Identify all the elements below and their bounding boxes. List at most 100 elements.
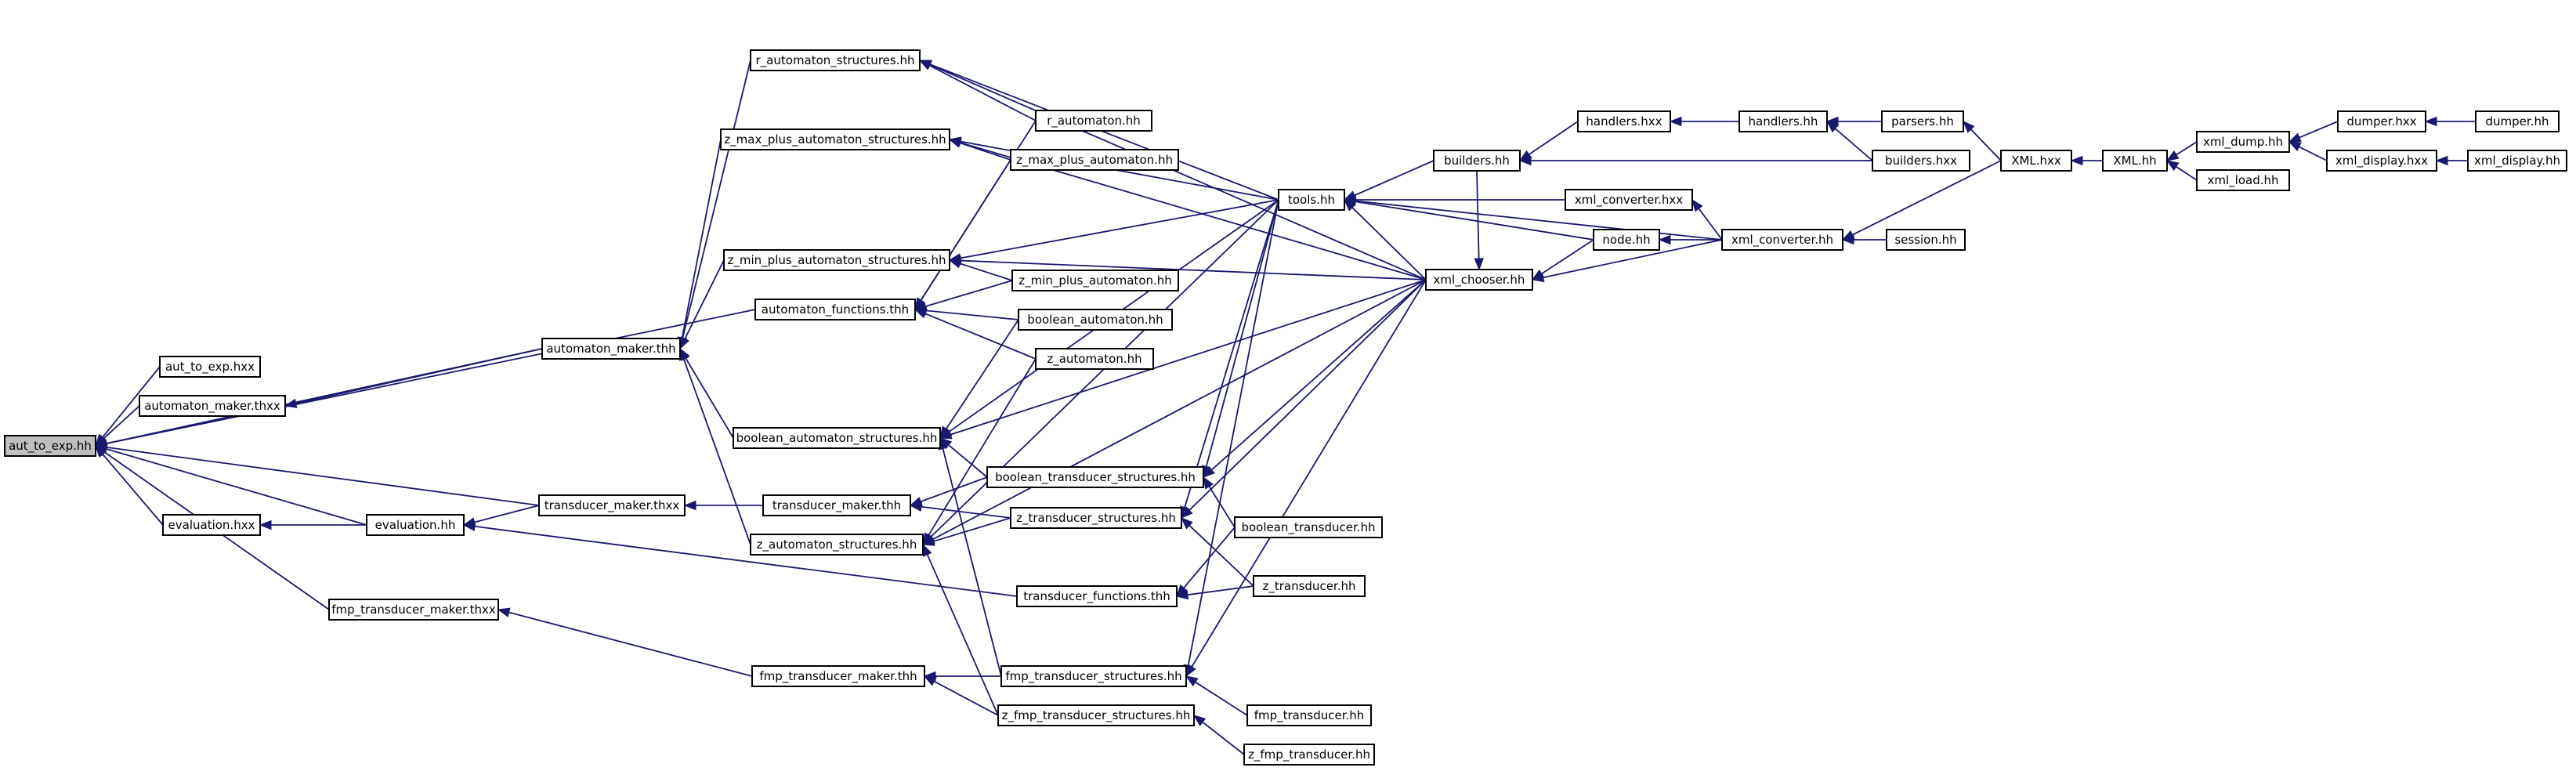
edge-z-min-plus-automaton-structures-hh-to-automaton-maker-thh [684,259,725,339]
node-z-max-plus-automaton-structures-hh[interactable]: z_max_plus_automaton_structures.hh [720,128,950,150]
edge-boolean-transducer-structures-hh-to-boolean-automaton-structures-hh [948,444,988,478]
arrowhead [914,309,928,319]
arrowhead [1531,272,1545,283]
node-builders-hh[interactable]: builders.hh [1433,150,1521,172]
node-box [1886,229,1966,251]
node-dumper-hxx[interactable]: dumper.hxx [2337,110,2426,132]
node-xml-hxx[interactable]: XML.hxx [2000,150,2072,172]
node-transducer-maker-thxx[interactable]: transducer_maker.thxx [538,494,686,516]
edge-tools-hh-to-boolean-transducer-structures-hh [1205,199,1279,467]
node-xml-load-hh[interactable]: xml_load.hh [2196,169,2290,191]
node-fmp-transducer-hh[interactable]: fmp_transducer.hh [1246,704,1372,726]
edge-r-automaton-hh-to-r-automaton-structures-hh [929,64,1037,121]
edge-xml-dump-hh-to-xml-hh [2176,141,2198,156]
arrowhead [2435,155,2448,166]
node-label: r_automaton.hh [1047,114,1141,128]
arrowhead [497,607,511,617]
node-label: aut_to_exp.hh [9,439,92,454]
node-r-automaton-structures-hh[interactable]: r_automaton_structures.hh [750,49,921,71]
arrowhead [948,255,961,266]
node-xml-converter-hxx[interactable]: xml_converter.hxx [1565,189,1693,211]
node-label: xml_dump.hh [2203,135,2283,150]
node-xml-dump-hh[interactable]: xml_dump.hh [2196,131,2290,153]
node-boolean-automaton-structures-hh[interactable]: boolean_automaton_structures.hh [733,427,941,449]
node-box [997,704,1195,726]
node-label: transducer_functions.thh [1023,589,1170,604]
edge-z-fmp-transducer-structures-hh-to-z-automaton-structures-hh [926,554,999,716]
edge-z-min-plus-automaton-hh-to-automaton-functions-thh [925,280,1013,307]
node-label: aut_to_exp.hxx [165,360,255,375]
node-aut-to-exp-hxx[interactable]: aut_to_exp.hxx [159,356,261,378]
arrowhead [94,444,108,454]
node-z-transducer-structures-hh[interactable]: z_transducer_structures.hh [1010,507,1182,529]
node-xml-display-hxx[interactable]: xml_display.hxx [2326,150,2437,172]
arrowhead [1185,675,1199,687]
node-box [751,665,925,687]
node-dumper-hh[interactable]: dumper.hh [2475,110,2560,132]
edge-boolean-transducer-hh-to-boolean-transducer-structures-hh [1208,486,1236,528]
node-box [1011,270,1179,291]
node-z-fmp-transducer-structures-hh[interactable]: z_fmp_transducer_structures.hh [997,704,1195,726]
node-fmp-transducer-maker-thxx[interactable]: fmp_transducer_maker.thxx [328,599,499,621]
arrowhead [284,398,298,408]
node-z-fmp-transducer-hh[interactable]: z_fmp_transducer.hh [1243,744,1375,766]
edge-automaton-maker-thxx-to-aut-to-exp-hh [103,405,140,440]
edge-r-automaton-structures-hh-to-automaton-maker-thh [682,60,751,338]
node-z-max-plus-automaton-hh[interactable]: z_max_plus_automaton.hh [1010,149,1179,171]
node-label: fmp_transducer.hh [1254,708,1365,723]
node-label: handlers.hh [1749,114,1818,128]
arrowhead [923,675,937,686]
node-fmp-transducer-maker-thh[interactable]: fmp_transducer_maker.thh [751,665,925,687]
edge-transducer-maker-thxx-to-aut-to-exp-hh [106,446,540,506]
node-fmp-transducer-structures-hh[interactable]: fmp_transducer_structures.hh [1000,665,1187,687]
arrowhead [2288,141,2302,152]
node-xml-converter-hh[interactable]: xml_converter.hh [1721,229,1843,251]
node-z-automaton-hh[interactable]: z_automaton.hh [1035,348,1154,370]
node-automaton-functions-thh[interactable]: automaton_functions.thh [754,299,916,320]
edge-builders-hh-to-xml-chooser-hh [1476,170,1480,259]
node-xml-display-hh[interactable]: xml_display.hh [2467,150,2567,172]
node-session-hh[interactable]: session.hh [1886,229,1966,251]
node-parsers-hh[interactable]: parsers.hh [1881,110,1964,132]
node-node-hh[interactable]: node.hh [1593,229,1660,251]
arrowhead [1825,121,1840,133]
edge-handlers-hxx-to-builders-hh [1529,121,1579,155]
node-builders-hxx[interactable]: builders.hxx [1872,150,1970,172]
node-box [1565,189,1693,211]
node-evaluation-hxx[interactable]: evaluation.hxx [162,514,261,536]
node-automaton-maker-thh[interactable]: automaton_maker.thh [541,338,681,360]
node-boolean-automaton-hh[interactable]: boolean_automaton.hh [1018,309,1173,331]
node-label: session.hh [1894,233,1956,247]
node-box [1577,110,1671,132]
node-aut-to-exp-hh[interactable]: aut_to_exp.hh [4,435,96,457]
node-z-min-plus-automaton-structures-hh[interactable]: z_min_plus_automaton_structures.hh [723,249,950,271]
node-box [1000,665,1187,687]
node-z-min-plus-automaton-hh[interactable]: z_min_plus_automaton.hh [1011,270,1179,291]
node-tools-hh[interactable]: tools.hh [1278,189,1345,211]
edge-z-max-plus-automaton-hh-to-automaton-functions-thh [920,159,1011,301]
node-label: fmp_transducer_maker.thh [759,669,917,684]
node-handlers-hxx[interactable]: handlers.hxx [1577,110,1671,132]
node-transducer-functions-thh[interactable]: transducer_functions.thh [1016,585,1178,607]
nodes-layer: aut_to_exp.hh aut_to_exp.hxx automaton_mak… [4,49,2567,766]
edge-xml-chooser-hh-to-fmp-transducer-structures-hh [1191,279,1427,668]
node-xml-chooser-hh[interactable]: xml_chooser.hh [1425,269,1533,291]
node-boolean-transducer-structures-hh[interactable]: boolean_transducer_structures.hh [986,466,1204,488]
node-xml-hh[interactable]: XML.hh [2102,150,2168,172]
node-boolean-transducer-hh[interactable]: boolean_transducer.hh [1234,516,1383,538]
node-r-automaton-hh[interactable]: r_automaton.hh [1035,110,1152,132]
node-label: automaton_functions.thh [762,302,909,317]
node-box [2196,169,2290,191]
node-z-automaton-structures-hh[interactable]: z_automaton_structures.hh [750,534,924,556]
node-box [2467,150,2567,172]
node-automaton-maker-thxx[interactable]: automaton_maker.thxx [139,395,286,417]
node-transducer-maker-thh[interactable]: transducer_maker.thh [762,494,911,516]
edge-z-transducer-hh-to-transducer-functions-thh [1187,585,1254,596]
node-label: z_max_plus_automaton_structures.hh [724,132,946,147]
edge-automaton-maker-thh-to-automaton-maker-thxx [295,348,543,404]
node-box [1016,585,1178,607]
node-box [366,514,465,536]
node-z-transducer-hh[interactable]: z_transducer.hh [1253,575,1366,597]
node-evaluation-hh[interactable]: evaluation.hh [366,514,465,536]
node-handlers-hh[interactable]: handlers.hh [1738,110,1828,132]
